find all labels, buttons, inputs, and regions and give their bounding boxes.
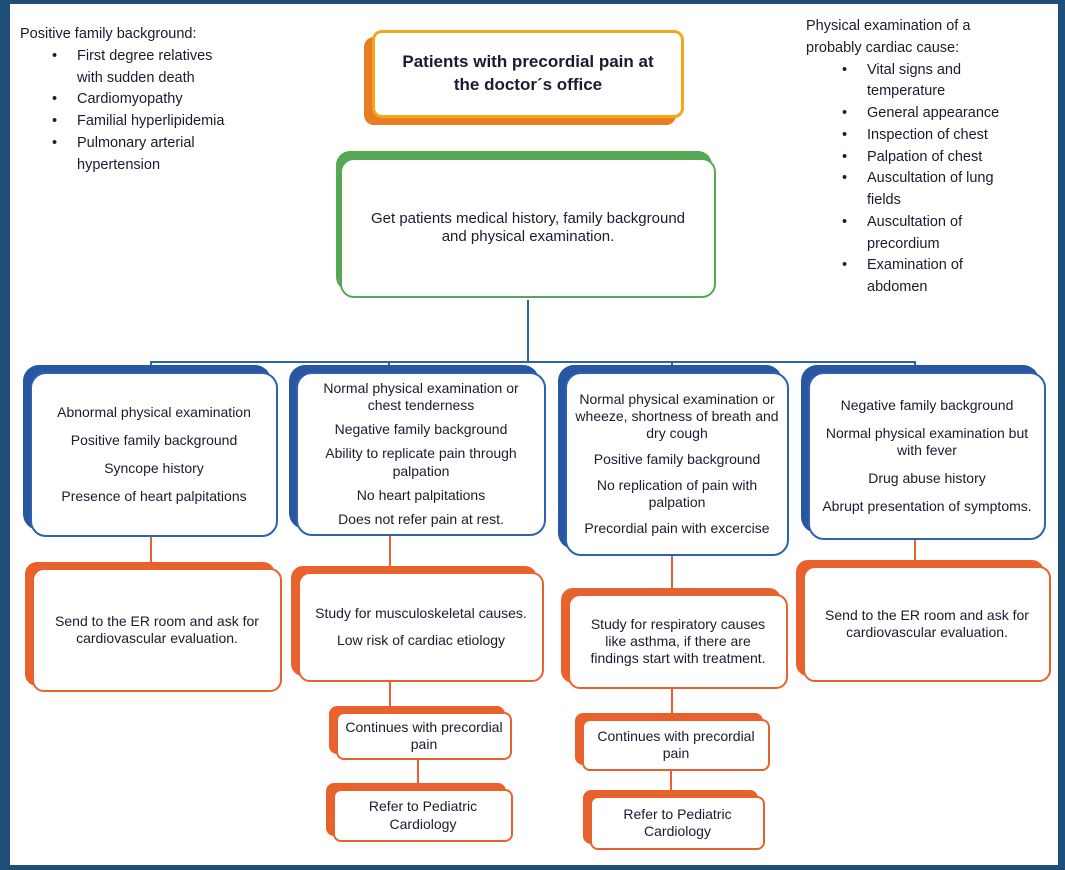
action-text: Study for respiratory causes like asthma… (590, 615, 766, 667)
connector-branch-col3 (671, 361, 673, 373)
note-physical-examination: Physical examination of a probably cardi… (806, 16, 1021, 299)
action-text: Low risk of cardiac etiology (336, 632, 506, 648)
criteria-node-col4: Negative family background Normal physic… (808, 372, 1046, 540)
connector-branch-horizontal (150, 361, 916, 363)
criteria-node-col2: Normal physical examination or chest ten… (296, 372, 546, 536)
list-item-text: Examination of abdomen (867, 257, 963, 295)
list-item-text: Inspection of chest (867, 126, 988, 143)
page-border-top (0, 0, 1065, 4)
list-item-text: Familial hyperlipidemia (77, 113, 225, 129)
followup-text: Continues with precordial pain (345, 718, 503, 752)
connector-branch-col4 (914, 361, 916, 373)
bullet-list: Vital signs and temperature General appe… (806, 60, 1021, 299)
criteria-text: Abrupt presentation of symptoms. (822, 498, 1032, 515)
list-item: First degree relatives with sudden death (20, 46, 235, 90)
list-item-text: First degree relatives with sudden death (77, 47, 213, 86)
action-text: Send to the ER room and ask for cardiova… (55, 612, 259, 646)
connector-action-followup-col3 (671, 689, 673, 719)
criteria-text: Abnormal physical examination (57, 403, 251, 420)
list-item: Vital signs and temperature (806, 60, 1021, 104)
action-node-col3: Study for respiratory causes like asthma… (568, 594, 788, 689)
list-item-text: Vital signs and temperature (867, 61, 962, 100)
note-positive-family-background: Positive family background: First degree… (20, 24, 235, 176)
list-item-text: Auscultation of lung fields (867, 170, 994, 208)
criteria-text: No replication of pain with palpation (596, 477, 758, 511)
followup-node-col3-continues: Continues with precordial pain (582, 719, 770, 771)
action-node-col2: Study for musculoskeletal causes. Low ri… (298, 572, 544, 682)
list-item: Auscultation of lung fields (806, 168, 1021, 212)
bullet-list: First degree relatives with sudden death… (20, 46, 235, 177)
criteria-text: Positive family background (593, 450, 761, 467)
followup-text: Refer to Pediatric Cardiology (368, 798, 478, 832)
connector-criteria-action-col4 (914, 540, 916, 566)
followup-text: Continues with precordial pain (597, 727, 755, 761)
list-item: Palpation of chest (806, 147, 1021, 169)
followup-node-col2-continues: Continues with precordial pain (336, 712, 512, 760)
action-text: Study for musculoskeletal causes. (315, 604, 527, 621)
action-node-col4: Send to the ER room and ask for cardiova… (803, 566, 1051, 682)
list-item: Pulmonary arterial hypertension (20, 133, 235, 177)
criteria-text: Normal physical examination or chest ten… (323, 380, 519, 414)
intake-node: Get patients medical history, family bac… (340, 158, 716, 298)
list-item: Familial hyperlipidemia (20, 111, 235, 133)
intake-node-text: Get patients medical history, family bac… (370, 209, 686, 245)
criteria-text: Negative family background (334, 421, 508, 438)
criteria-node-col1: Abnormal physical examination Positive f… (30, 372, 278, 537)
connector-branch-col2 (388, 361, 390, 373)
start-node-text: Patients with precordial pain at the doc… (402, 52, 654, 94)
note-title: Physical examination of a probably cardi… (806, 18, 971, 56)
start-node-title: Patients with precordial pain at the doc… (372, 30, 684, 118)
page-border-right (1058, 0, 1065, 870)
criteria-text: Positive family background (70, 431, 238, 448)
connector-followup-refer-col3 (670, 771, 672, 796)
list-item-text: General appearance (867, 105, 1000, 121)
note-title: Positive family background: (20, 26, 197, 42)
criteria-text: Drug abuse history (868, 470, 986, 487)
criteria-text: Precordial pain with excercise (584, 520, 770, 537)
action-text: Send to the ER room and ask for cardiova… (825, 606, 1029, 640)
connector-criteria-action-col2 (389, 536, 391, 572)
criteria-text: Negative family background (840, 396, 1014, 413)
criteria-node-col3: Normal physical examination or wheeze, s… (565, 372, 789, 556)
followup-node-col3-refer: Refer to Pediatric Cardiology (590, 796, 765, 850)
list-item: Auscultation of precordium (806, 212, 1021, 256)
connector-criteria-action-col3 (671, 556, 673, 594)
criteria-text: Normal physical examination but with fev… (825, 424, 1029, 458)
list-item: General appearance (806, 103, 1021, 125)
followup-text: Refer to Pediatric Cardiology (623, 805, 732, 839)
list-item: Inspection of chest (806, 125, 1021, 147)
criteria-text: Ability to replicate pain through palpat… (325, 445, 517, 479)
list-item-text: Cardiomyopathy (77, 91, 183, 108)
criteria-text: Does not refer pain at rest. (338, 510, 504, 527)
connector-intake-to-branch (527, 300, 529, 361)
list-item: Cardiomyopathy (20, 89, 235, 111)
connector-action-followup-col2 (389, 682, 391, 712)
page-border-bottom (0, 865, 1065, 870)
list-item-text: Palpation of chest (867, 148, 983, 165)
connector-branch-col1 (150, 361, 152, 373)
list-item-text: Auscultation of precordium (867, 213, 963, 252)
list-item-text: Pulmonary arterial hypertension (77, 134, 195, 173)
page-border-left (0, 0, 10, 870)
connector-criteria-action-col1 (150, 537, 152, 568)
criteria-text: Presence of heart palpitations (61, 488, 247, 505)
connector-followup-refer-col2 (417, 760, 419, 789)
followup-node-col2-refer: Refer to Pediatric Cardiology (333, 789, 513, 842)
action-node-col1: Send to the ER room and ask for cardiova… (32, 568, 282, 692)
criteria-text: Syncope history (104, 460, 204, 476)
criteria-text: No heart palpitations (356, 486, 486, 503)
list-item: Examination of abdomen (806, 255, 1021, 299)
criteria-text: Normal physical examination or wheeze, s… (575, 390, 779, 441)
